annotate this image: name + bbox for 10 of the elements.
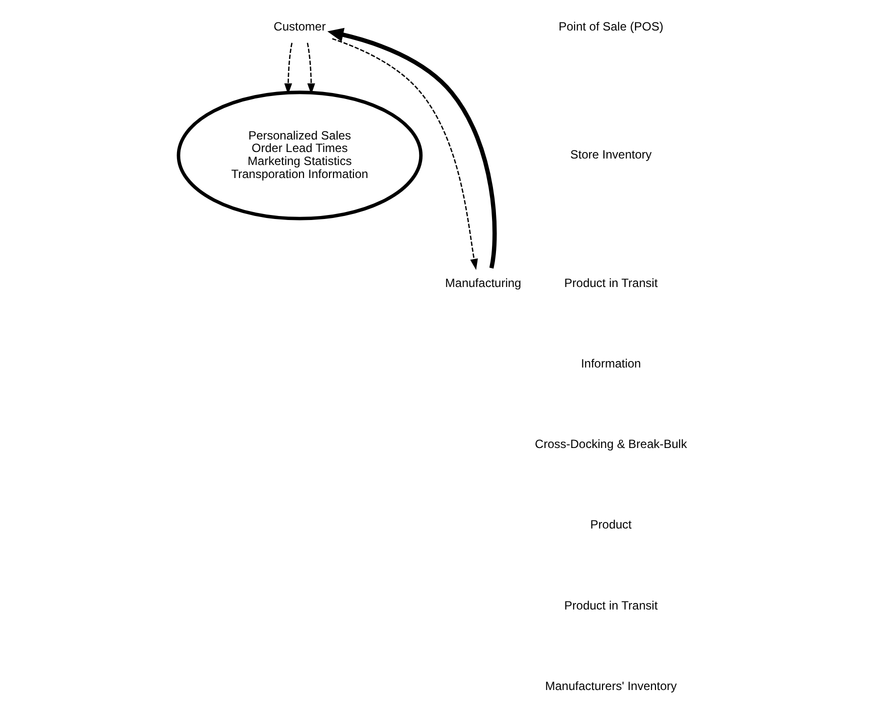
label: Point of Sale (POS): [558, 19, 663, 34]
node-text: Customer: [273, 19, 326, 34]
node-text: Manufacturing: [444, 276, 521, 290]
label: Manufacturers' Inventory: [544, 678, 676, 693]
label: Product in Transit: [564, 276, 658, 290]
label: Store Inventory: [570, 148, 652, 162]
label: Product in Transit: [564, 598, 658, 612]
label: Information: [580, 356, 640, 370]
label: Product: [590, 518, 632, 532]
label: Cross-Docking & Break-Bulk: [534, 437, 686, 452]
